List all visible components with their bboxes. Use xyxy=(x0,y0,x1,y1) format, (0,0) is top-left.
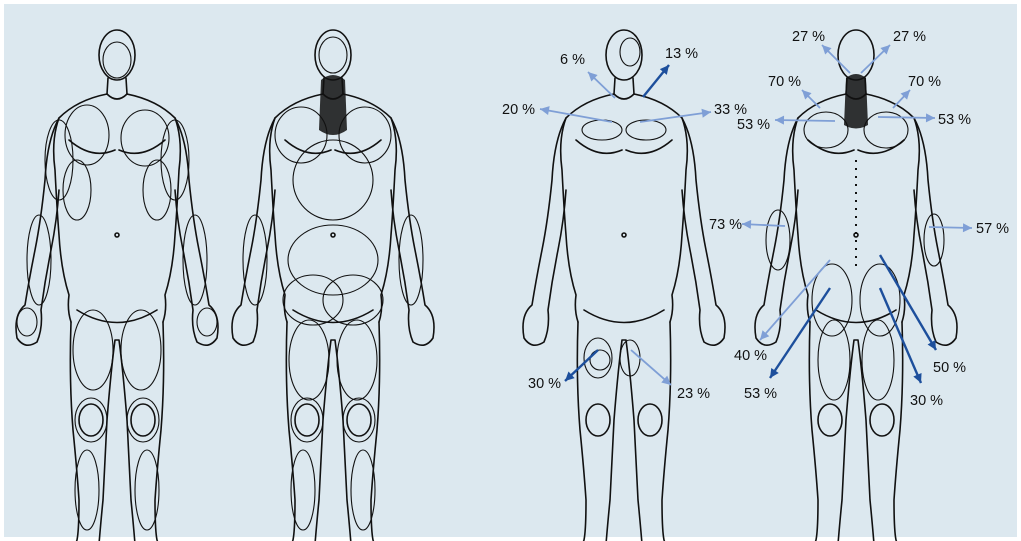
arrow-back-hip-right xyxy=(880,255,936,350)
label-back-neck-right: 70 % xyxy=(908,74,941,90)
label-front-shoulder-right: 33 % xyxy=(714,102,747,118)
arrow-front-shoulder-right xyxy=(640,109,711,122)
arrow-front-knee-right xyxy=(631,350,671,385)
label-front-knee-right: 23 % xyxy=(677,386,710,402)
label-back-shoulder-right: 53 % xyxy=(938,112,971,128)
label-back-thigh-right: 30 % xyxy=(910,393,943,409)
label-back-forearm-left: 73 % xyxy=(709,217,742,233)
label-back-hip-left: 40 % xyxy=(734,348,767,364)
arrow-back-head-left xyxy=(822,45,850,73)
arrow-back-shoulder-right xyxy=(878,113,935,122)
label-back-thigh-left: 53 % xyxy=(744,386,777,402)
arrow-back-thigh-right xyxy=(880,288,922,383)
arrow-back-neck-left xyxy=(802,90,820,108)
label-front-shoulder-left: 20 % xyxy=(502,102,535,118)
label-front-neck-left: 6 % xyxy=(560,52,585,68)
label-back-forearm-right: 57 % xyxy=(976,221,1009,237)
figure-back-pain-map xyxy=(232,30,434,541)
figure-front-pain-map xyxy=(16,30,218,541)
label-back-head-left: 27 % xyxy=(792,29,825,45)
figure-front-labeled xyxy=(523,30,725,541)
arrow-front-neck-right xyxy=(643,65,669,97)
label-back-head-right: 27 % xyxy=(893,29,926,45)
label-back-neck-left: 70 % xyxy=(768,74,801,90)
arrow-back-neck-right xyxy=(893,90,910,108)
arrow-front-neck-left xyxy=(588,72,615,98)
arrow-back-head-right xyxy=(861,45,890,73)
label-back-shoulder-left: 53 % xyxy=(737,117,770,133)
label-front-neck-right: 13 % xyxy=(665,46,698,62)
label-back-hip-right: 50 % xyxy=(933,360,966,376)
label-front-knee-left: 30 % xyxy=(528,376,561,392)
arrow-back-forearm-right xyxy=(929,223,972,232)
arrow-front-shoulder-left xyxy=(540,106,612,122)
figure-back-labeled xyxy=(755,30,957,541)
